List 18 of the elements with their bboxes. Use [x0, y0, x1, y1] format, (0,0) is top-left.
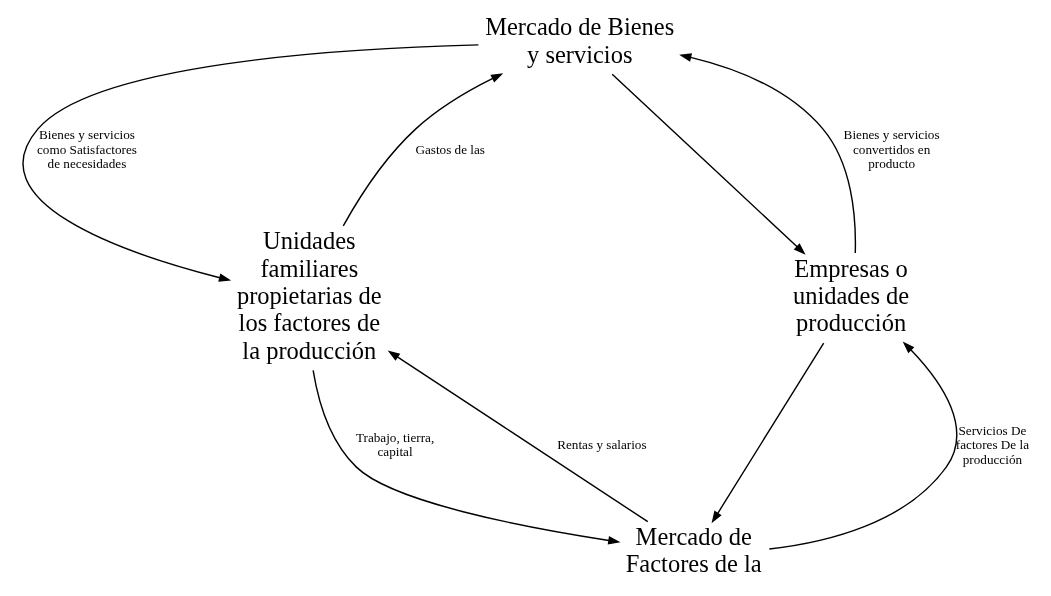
arrow [711, 342, 825, 524]
arrow [342, 73, 504, 227]
arrow [611, 73, 806, 255]
arrow [768, 341, 958, 550]
edge-label: Trabajo, tierra, capital [355, 430, 435, 460]
node-text: Unidades familiares propietarias de los factores de la producción [236, 227, 382, 364]
arrow [679, 53, 857, 254]
node-text: Mercado de Bienes y servicios [485, 13, 675, 68]
node-text: Mercado de Factores de la [625, 523, 762, 578]
edge-label: Servicios De factores De la producción [955, 423, 1030, 467]
arrow [312, 369, 621, 545]
edge-label: Rentas y salarios [557, 437, 647, 453]
arrow [387, 350, 649, 523]
edge-label: Bienes y servicios como Satisfactores de necesidades [36, 127, 137, 171]
edge-label: Gastos de las [415, 141, 485, 157]
edge-label: Bienes y servicios convertidos en producto [843, 127, 940, 171]
arrow [22, 44, 480, 282]
node-text: Empresas o unidades de producción [792, 254, 910, 337]
